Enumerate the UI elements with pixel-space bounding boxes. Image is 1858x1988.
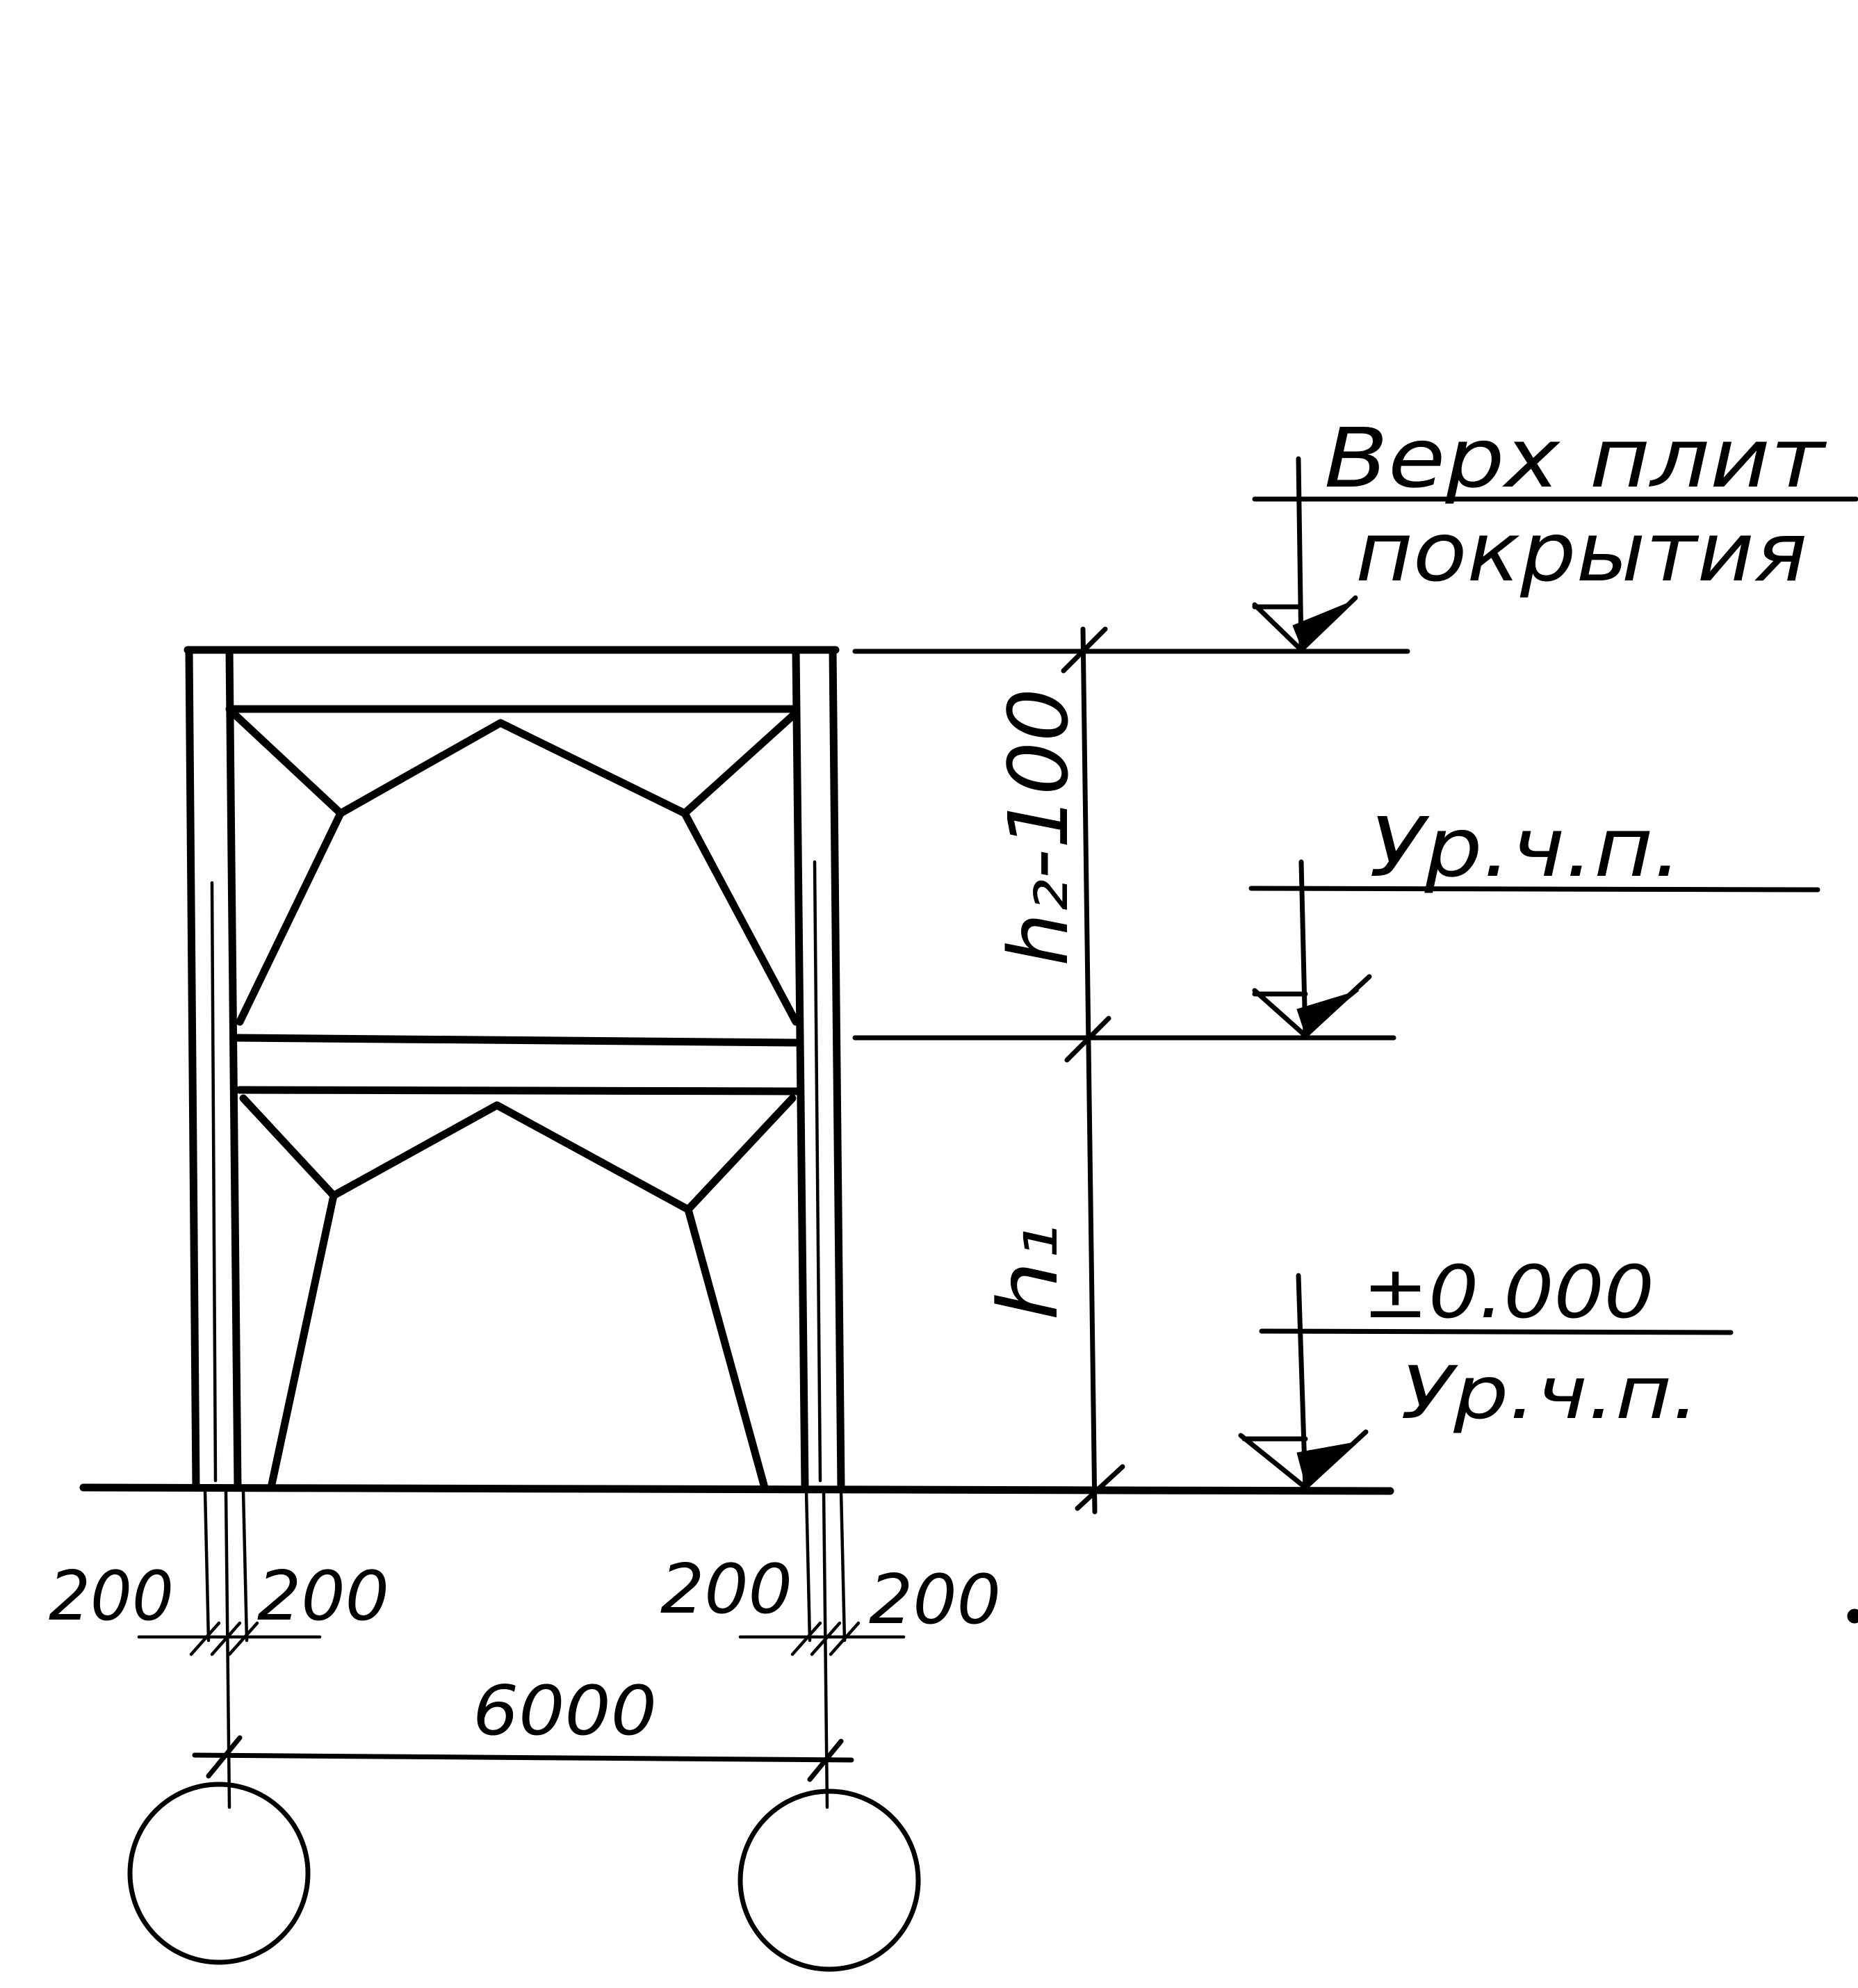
left-axis-marker	[127, 1782, 311, 1965]
height-dimension	[1061, 626, 1125, 1515]
middle-elevation-marker	[1248, 859, 1820, 1041]
top-elevation-label-line1: Верх плит	[1324, 410, 1827, 506]
ground-elevation-marker	[1238, 1273, 1734, 1492]
left-column	[185, 646, 242, 1492]
middle-beam	[232, 1034, 804, 1095]
right-offset-label-a: 200	[660, 1550, 792, 1629]
top-elevation-marker	[1252, 456, 1858, 654]
stray-mark	[1847, 1608, 1858, 1624]
right-offset-label-b: 200	[869, 1561, 1001, 1640]
ground-elevation-label-line2: Ур.ч.п.	[1401, 1351, 1700, 1435]
right-offset-dimension	[738, 1489, 906, 1809]
top-beam	[184, 646, 840, 713]
span-label: 6000	[473, 1672, 657, 1751]
lower-height-label: h₁	[980, 1223, 1076, 1321]
lower-arch-bracing	[239, 1094, 797, 1492]
left-offset-dimension	[137, 1489, 322, 1809]
upper-height-label: h₂-100	[991, 688, 1086, 966]
middle-elevation-label: Ур.ч.п.	[1369, 799, 1682, 895]
top-elevation-label-line2: покрытия	[1355, 504, 1807, 600]
span-dimension	[192, 1735, 854, 1782]
ground-line	[79, 1483, 1394, 1495]
ground-elevation-label-line1: ±0.000	[1362, 1250, 1654, 1335]
right-column	[792, 646, 845, 1492]
upper-arch-bracing	[232, 712, 800, 1026]
left-offset-label-b: 200	[257, 1557, 389, 1636]
left-offset-label-a: 200	[49, 1557, 174, 1636]
right-axis-marker	[738, 1789, 921, 1972]
